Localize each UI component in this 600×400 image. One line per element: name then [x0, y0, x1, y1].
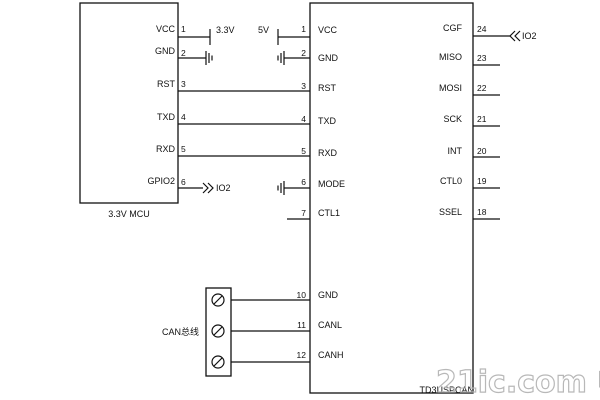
module-pin-name-cgf: CGF — [443, 23, 463, 33]
mcu-supply-label: 3.3V — [216, 25, 235, 35]
mcu-pin-num-4: 4 — [181, 112, 186, 122]
module-pin-num-10: 10 — [297, 290, 307, 300]
module-pin-num-24: 24 — [477, 24, 487, 34]
module-pin-name-ssel: SSEL — [439, 207, 462, 217]
module-pin-name-rst: RST — [318, 83, 337, 93]
module-pin-name-ctl1: CTL1 — [318, 208, 340, 218]
module-pin-num-20: 20 — [477, 146, 487, 156]
module-pin-num-5: 5 — [301, 146, 306, 156]
terminal-screw-icon-3 — [211, 355, 225, 369]
module-pin-num-23: 23 — [477, 53, 487, 63]
module-pin-name-sck: SCK — [443, 114, 462, 124]
mcu-box — [79, 2, 179, 204]
module-pin-name-ctl0: CTL0 — [440, 176, 462, 186]
can-module-box — [309, 2, 474, 394]
module-pin-num-4: 4 — [301, 114, 306, 124]
can-bus-label: CAN总线 — [162, 326, 199, 337]
mcu-io2-arrow-icon — [202, 182, 214, 194]
module-pin-num-21: 21 — [477, 114, 487, 124]
module-pin-name-gnd-2: GND — [318, 290, 339, 300]
mcu-pin-num-1: 1 — [181, 24, 186, 34]
mcu-pin-name-rst: RST — [157, 79, 176, 89]
module-ground-icon-1 — [277, 51, 310, 65]
module-pin-name-rxd: RXD — [318, 148, 338, 158]
watermark-logo: 21ic.com 中国电子网 — [436, 365, 600, 400]
mcu-pin-name-vcc: VCC — [156, 24, 176, 34]
module-pin-name-vcc: VCC — [318, 25, 338, 35]
mcu-ground-icon — [178, 51, 213, 65]
module-io2-arrow-icon — [509, 30, 521, 42]
mcu-pin-num-2: 2 — [181, 48, 186, 58]
module-pin-num-1: 1 — [301, 24, 306, 34]
module-pin-name-mode: MODE — [318, 179, 345, 189]
module-pin-num-22: 22 — [477, 83, 487, 93]
module-pin-name-mosi: MOSI — [439, 83, 462, 93]
module-pin-name-int: INT — [448, 146, 463, 156]
terminal-screw-icon-1 — [211, 293, 225, 307]
module-pin-name-gnd: GND — [318, 53, 339, 63]
mcu-pin-name-gpio2: GPIO2 — [147, 176, 175, 186]
mcu-pin-num-6: 6 — [181, 177, 186, 187]
terminal-screw-icon-2 — [211, 324, 225, 338]
module-pin-num-7: 7 — [301, 208, 306, 218]
module-pin-num-6: 6 — [301, 177, 306, 187]
mcu-pin-name-txd: TXD — [157, 112, 176, 122]
module-pin-name-canl: CANL — [318, 320, 342, 330]
can-module-caption: TD3USPCAN — [419, 385, 474, 395]
mcu-pin-num-5: 5 — [181, 144, 186, 154]
module-pin-num-3: 3 — [301, 81, 306, 91]
module-ground-icon-2 — [277, 181, 310, 195]
module-io2-label: IO2 — [522, 31, 537, 41]
module-pin-name-miso: MISO — [439, 52, 462, 62]
module-pin-num-12: 12 — [297, 350, 307, 360]
mcu-pin-name-rxd: RXD — [156, 144, 176, 154]
module-pin-num-2: 2 — [301, 48, 306, 58]
mcu-pin-num-3: 3 — [181, 79, 186, 89]
mcu-pin-name-gnd: GND — [155, 46, 176, 56]
module-pin-num-19: 19 — [477, 176, 487, 186]
module-pin-name-txd: TXD — [318, 116, 337, 126]
mcu-caption: 3.3V MCU — [108, 209, 150, 219]
module-pin-name-canh: CANH — [318, 350, 344, 360]
module-supply-label: 5V — [258, 25, 269, 35]
module-pin-num-11: 11 — [297, 320, 306, 330]
mcu-io2-label: IO2 — [216, 183, 231, 193]
module-pin-num-18: 18 — [477, 207, 487, 217]
